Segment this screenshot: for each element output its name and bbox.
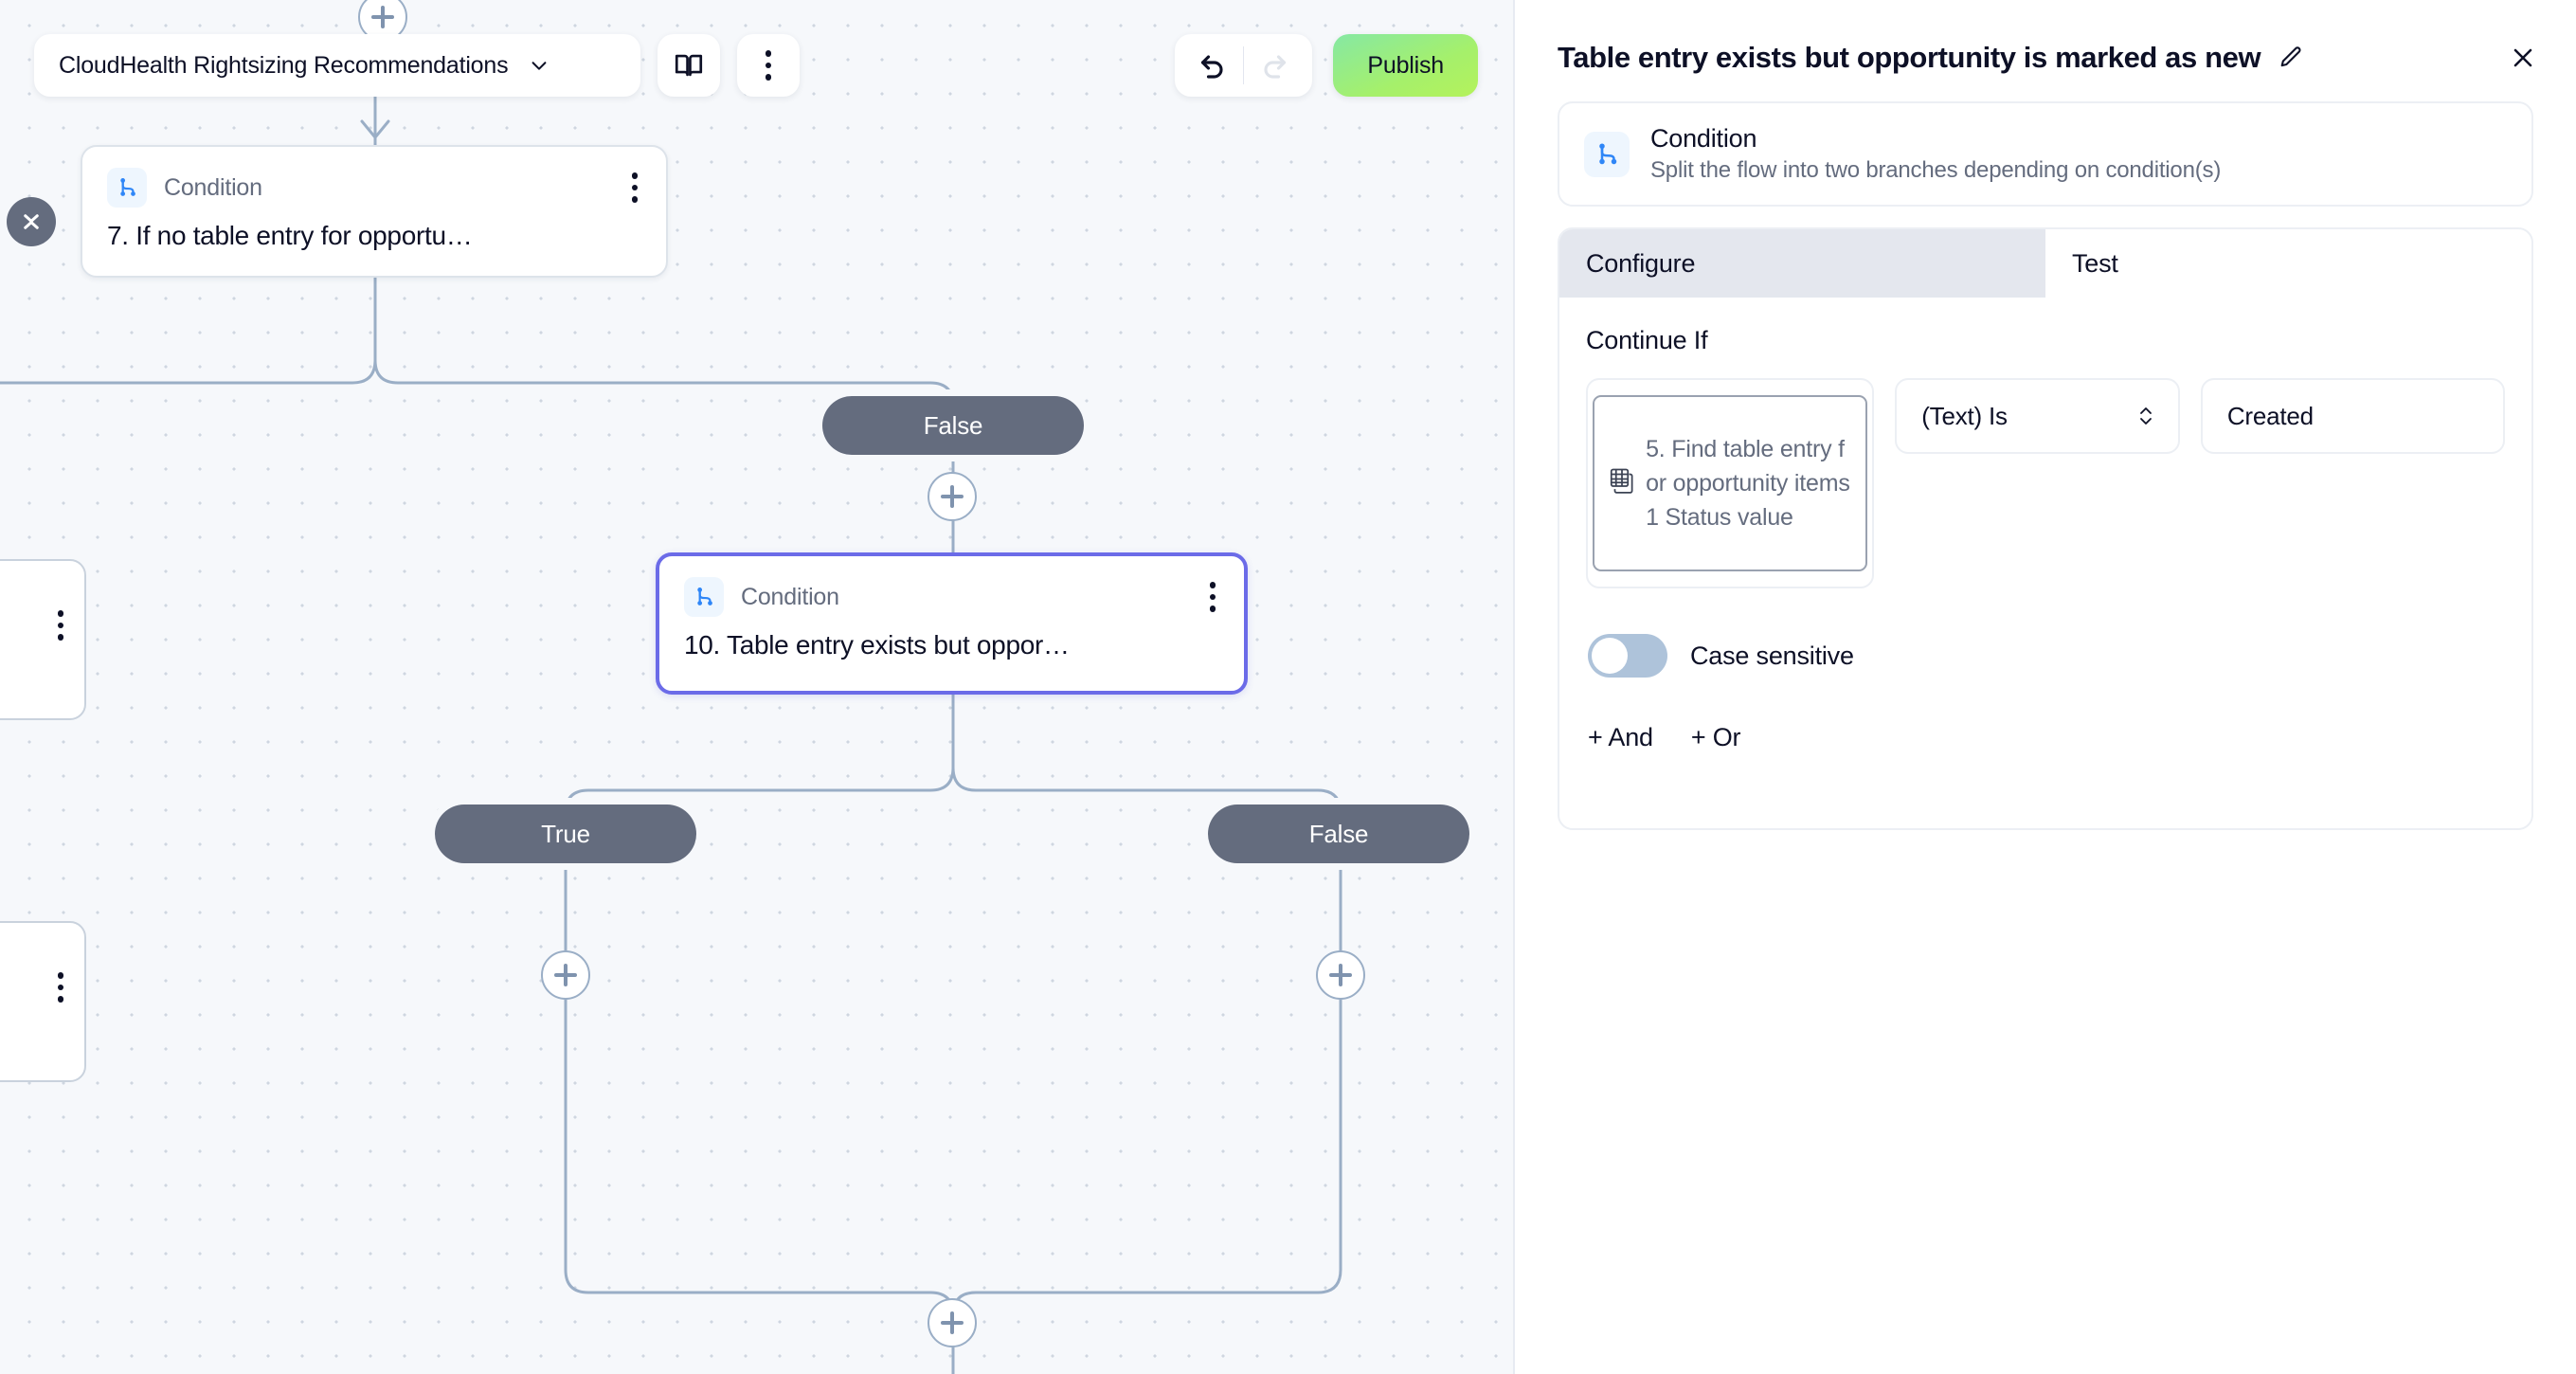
more-vertical-icon bbox=[1209, 582, 1216, 612]
flow-canvas[interactable]: CloudHealth Rightsizing Recommendations bbox=[0, 0, 1513, 1374]
step-info-card: Condition Split the flow into two branch… bbox=[1558, 101, 2533, 207]
condition-operator-value: (Text) Is bbox=[1921, 401, 2008, 430]
add-or-button[interactable]: + Or bbox=[1690, 723, 1741, 751]
flow-name-label: CloudHealth Rightsizing Recommendations bbox=[59, 51, 509, 79]
more-vertical-icon bbox=[765, 50, 772, 81]
node-title-label: 10. Table entry exists but oppor… bbox=[684, 630, 1070, 660]
book-icon bbox=[675, 54, 703, 77]
pencil-icon[interactable] bbox=[2278, 45, 2304, 71]
step-config-panel: Table entry exists but opportunity is ma… bbox=[1513, 0, 2576, 1374]
flow-selector[interactable]: CloudHealth Rightsizing Recommendations bbox=[34, 34, 640, 97]
continue-if-label: Continue If bbox=[1586, 326, 1708, 354]
step-info-description: Split the flow into two branches dependi… bbox=[1650, 157, 2222, 183]
condition-operator-select[interactable]: (Text) Is bbox=[1895, 378, 2180, 454]
step-info-text: Condition Split the flow into two branch… bbox=[1650, 124, 2221, 184]
redo-button[interactable] bbox=[1244, 34, 1305, 97]
undo-redo-group bbox=[1175, 34, 1313, 97]
config-card: Configure Test Continue If bbox=[1558, 227, 2533, 830]
variable-token[interactable]: 5. Find table entry for opportunity item… bbox=[1593, 395, 1868, 571]
node-menu-button[interactable] bbox=[626, 169, 644, 207]
chevron-down-icon bbox=[531, 62, 547, 70]
node-card-condition-7[interactable]: Condition 7. If no table entry for oppor… bbox=[81, 145, 668, 278]
condition-branch-icon bbox=[107, 168, 147, 208]
node-header: Condition bbox=[659, 556, 1244, 617]
node-title-label: 7. If no table entry for opportu… bbox=[107, 221, 473, 250]
branch-pill-false-top[interactable]: False bbox=[822, 396, 1084, 455]
node-card-offscreen-top[interactable] bbox=[0, 559, 86, 720]
toolbar-divider bbox=[1243, 46, 1245, 84]
condition-branch-icon bbox=[684, 577, 724, 617]
undo-button[interactable] bbox=[1182, 34, 1243, 97]
more-vertical-icon[interactable] bbox=[57, 610, 63, 641]
node-menu-button[interactable] bbox=[1204, 578, 1222, 616]
flow-more-button[interactable] bbox=[737, 34, 800, 97]
add-step-button-false-bottom[interactable] bbox=[1316, 950, 1365, 1000]
case-sensitive-row: Case sensitive bbox=[1586, 634, 2505, 678]
node-card-condition-10[interactable]: Condition 10. Table entry exists but opp… bbox=[656, 552, 1248, 695]
branch-pill-true[interactable]: True bbox=[435, 805, 696, 863]
add-step-button-true[interactable] bbox=[541, 950, 590, 1000]
condition-value-input[interactable]: Created bbox=[2200, 378, 2505, 454]
condition-branch-icon bbox=[1584, 131, 1630, 177]
node-type-label: Condition bbox=[164, 173, 262, 201]
redo-icon bbox=[1264, 55, 1287, 79]
add-condition-actions: + And + Or bbox=[1586, 723, 2505, 752]
add-and-button[interactable]: + And bbox=[1588, 723, 1653, 751]
panel-title: Table entry exists but opportunity is ma… bbox=[1558, 41, 2261, 74]
collapse-panel-button[interactable] bbox=[7, 197, 56, 246]
node-card-offscreen-bottom[interactable] bbox=[0, 921, 86, 1082]
chevron-up-down-icon bbox=[2135, 403, 2157, 429]
case-sensitive-toggle[interactable] bbox=[1588, 634, 1667, 678]
toggle-knob bbox=[1592, 638, 1628, 674]
more-vertical-icon bbox=[631, 172, 638, 203]
tab-test[interactable]: Test bbox=[2072, 248, 2118, 278]
publish-button[interactable]: Publish bbox=[1333, 34, 1478, 97]
case-sensitive-label: Case sensitive bbox=[1690, 641, 1854, 670]
close-icon[interactable] bbox=[2508, 43, 2538, 73]
panel-header: Table entry exists but opportunity is ma… bbox=[1515, 0, 2576, 75]
undo-icon bbox=[1201, 55, 1223, 79]
panel-tabs: Configure Test bbox=[1559, 229, 2531, 298]
canvas-toolbar-left: CloudHealth Rightsizing Recommendations bbox=[34, 34, 800, 97]
canvas-toolbar-right: Publish bbox=[1175, 34, 1478, 97]
variable-token-text: 5. Find table entry for opportunity item… bbox=[1646, 435, 1850, 532]
condition-left-operand-field[interactable]: 5. Find table entry for opportunity item… bbox=[1586, 378, 1875, 588]
add-step-button-false-top[interactable] bbox=[928, 472, 977, 521]
step-info-name: Condition bbox=[1650, 124, 1757, 153]
condition-value-text: Created bbox=[2226, 401, 2314, 430]
collapse-chevrons-icon bbox=[24, 214, 39, 229]
table-rows-icon bbox=[1608, 467, 1636, 500]
node-header: Condition bbox=[82, 147, 666, 208]
more-vertical-icon[interactable] bbox=[57, 972, 63, 1003]
add-step-button-merge[interactable] bbox=[928, 1298, 977, 1347]
branch-pill-false-bottom[interactable]: False bbox=[1208, 805, 1469, 863]
docs-button[interactable] bbox=[658, 34, 720, 97]
condition-row: 5. Find table entry for opportunity item… bbox=[1586, 378, 2505, 588]
node-type-label: Condition bbox=[741, 583, 839, 610]
tab-configure[interactable]: Configure bbox=[1559, 229, 2045, 298]
config-body: Continue If 5. Find table entry for oppo… bbox=[1559, 298, 2531, 752]
